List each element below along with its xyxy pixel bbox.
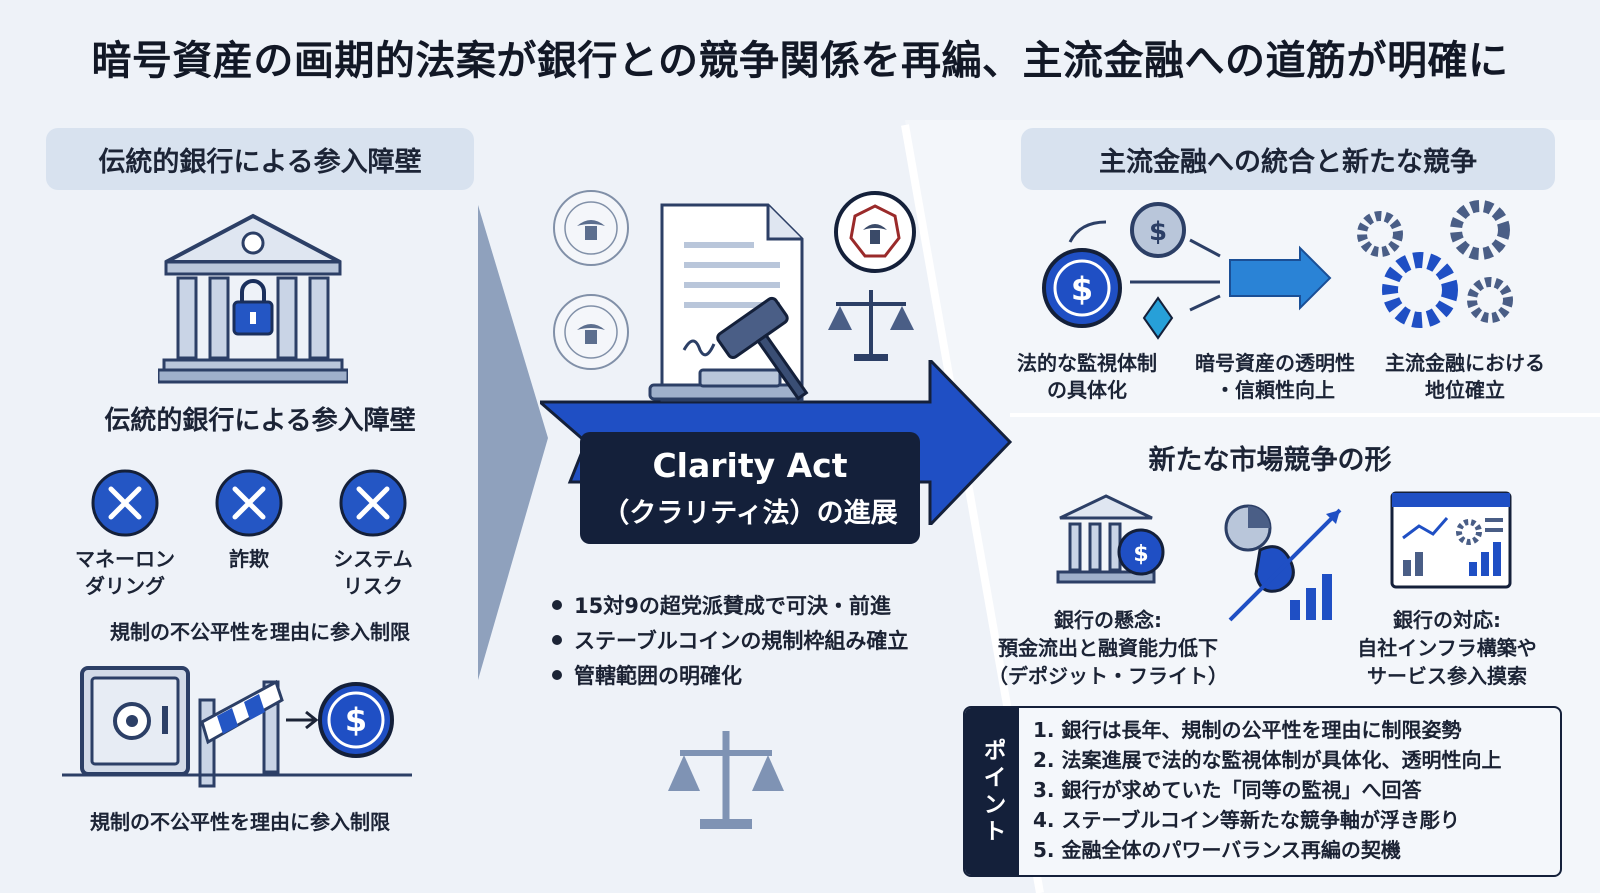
point-item: 1. 銀行は長年、規制の公平性を理由に制限姿勢 [1033,718,1462,742]
left-subtitle: 伝統的銀行による参入障壁 [104,406,416,436]
competition-title: 新たな市場競争の形 [1148,445,1392,476]
restriction-text: 規制の不公平性を理由に参入制限 [110,620,410,644]
bank-concern: 銀行の懸念:預金流出と融資能力低下（デポジット・フライト） [988,608,1228,688]
x-circle-icon [91,469,159,537]
left-header: 伝統的銀行による参入障壁 [46,128,474,190]
risk-label-fraud: 詐欺 [229,547,269,571]
act-bullets: 15対9の超党派賛成で可決・前進 ステーブルコインの規制枠組み確立 管轄範囲の明… [552,587,908,692]
bullet-item: 15対9の超党派賛成で可決・前進 [552,587,908,622]
safe-barrier-coin-illustration: $ [62,666,412,788]
integration-flow-illustration: $ $ [1042,200,1513,340]
points-tag: ポイント [965,708,1019,875]
right-header: 主流金融への統合と新たな競争 [1021,128,1555,190]
bank-lock-icon [158,213,348,384]
flow-label-oversight: 法的な監視体制の具体化 [1017,351,1157,402]
risk-label-system: システムリスク [333,547,413,598]
act-subtitle: （クラリティ法）の進展 [602,498,898,529]
point-item: 3. 銀行が求めていた「同等の監視」へ回答 [1033,778,1422,802]
point-item: 4. ステーブルコイン等新たな競争軸が浮き彫り [1033,808,1460,832]
svg-text:$: $ [1149,217,1167,247]
key-points-box: ポイント 1. 銀行は長年、規制の公平性を理由に制限姿勢 2. 法案進展で法的な… [963,706,1562,877]
svg-text:$: $ [345,701,367,739]
cftc-seal-icon [834,191,916,273]
svg-text:$: $ [1133,542,1148,567]
bank-response: 銀行の対応:自社インフラ構築やサービス参入摸索 [1357,608,1537,688]
restriction-text-bottom: 規制の不公平性を理由に参入制限 [90,810,390,834]
dashboard-icon [1390,491,1512,589]
flow-label-mainstream: 主流金融における地位確立 [1385,351,1545,402]
points-list: 1. 銀行は長年、規制の公平性を理由に制限姿勢 2. 法案進展で法的な監視体制が… [1033,715,1501,865]
act-name: Clarity Act [652,446,848,485]
bank-coin-icon: $ [1056,494,1165,584]
risk-label-money-laundering: マネーロンダリング [75,547,175,598]
scales-watermark-icon [668,731,784,829]
svg-text:$: $ [1071,270,1093,308]
point-item: 2. 法案進展で法的な監視体制が具体化、透明性向上 [1033,748,1502,772]
scales-of-justice-icon [828,290,914,361]
competition-cycle-icon [1224,504,1342,622]
x-circle-icon [215,469,283,537]
document-gavel-icon [648,203,809,402]
sec-seal-icon [553,190,629,266]
x-circle-icon [339,469,407,537]
clarity-act-box: Clarity Act （クラリティ法）の進展 [580,432,920,544]
point-item: 5. 金融全体のパワーバランス再編の契機 [1033,838,1401,862]
page-title: 暗号資産の画期的法案が銀行との競争関係を再編、主流金融への道筋が明確に [91,38,1509,84]
flow-label-transparency: 暗号資産の透明性・信頼性向上 [1195,351,1355,402]
bullet-item: ステーブルコインの規制枠組み確立 [552,622,908,657]
sec-seal-icon-2 [553,294,629,370]
bullet-item: 管轄範囲の明確化 [552,657,908,692]
